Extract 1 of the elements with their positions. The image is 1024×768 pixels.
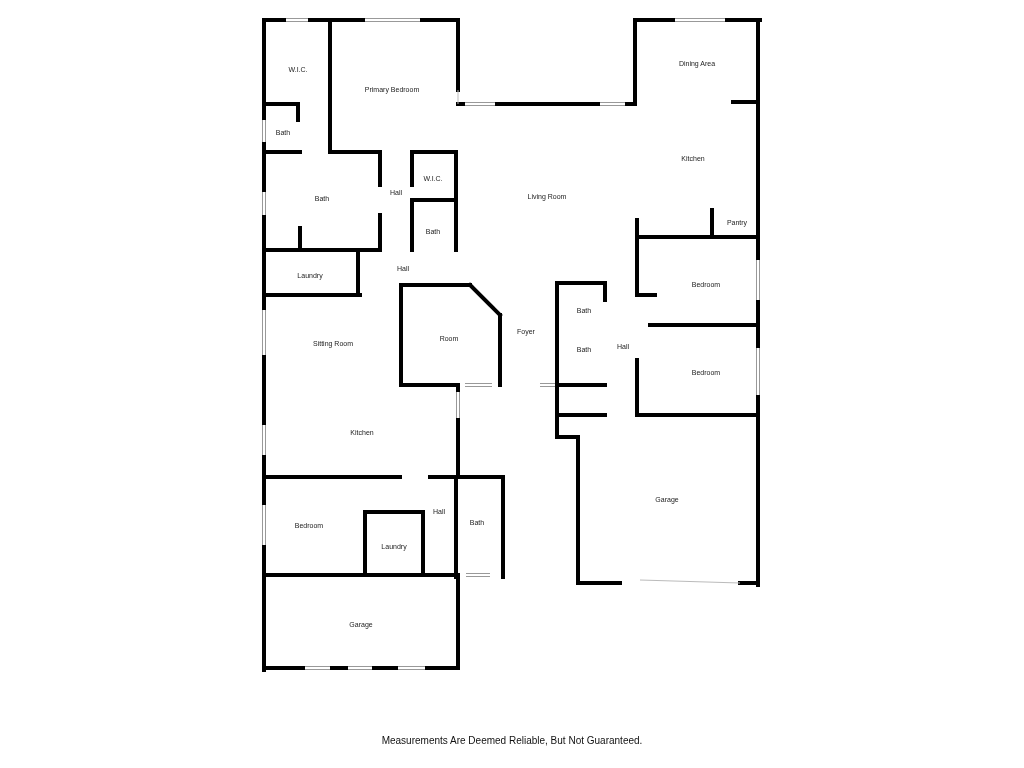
disclaimer-caption: Measurements Are Deemed Reliable, But Not Guaranteed.	[381, 735, 643, 746]
